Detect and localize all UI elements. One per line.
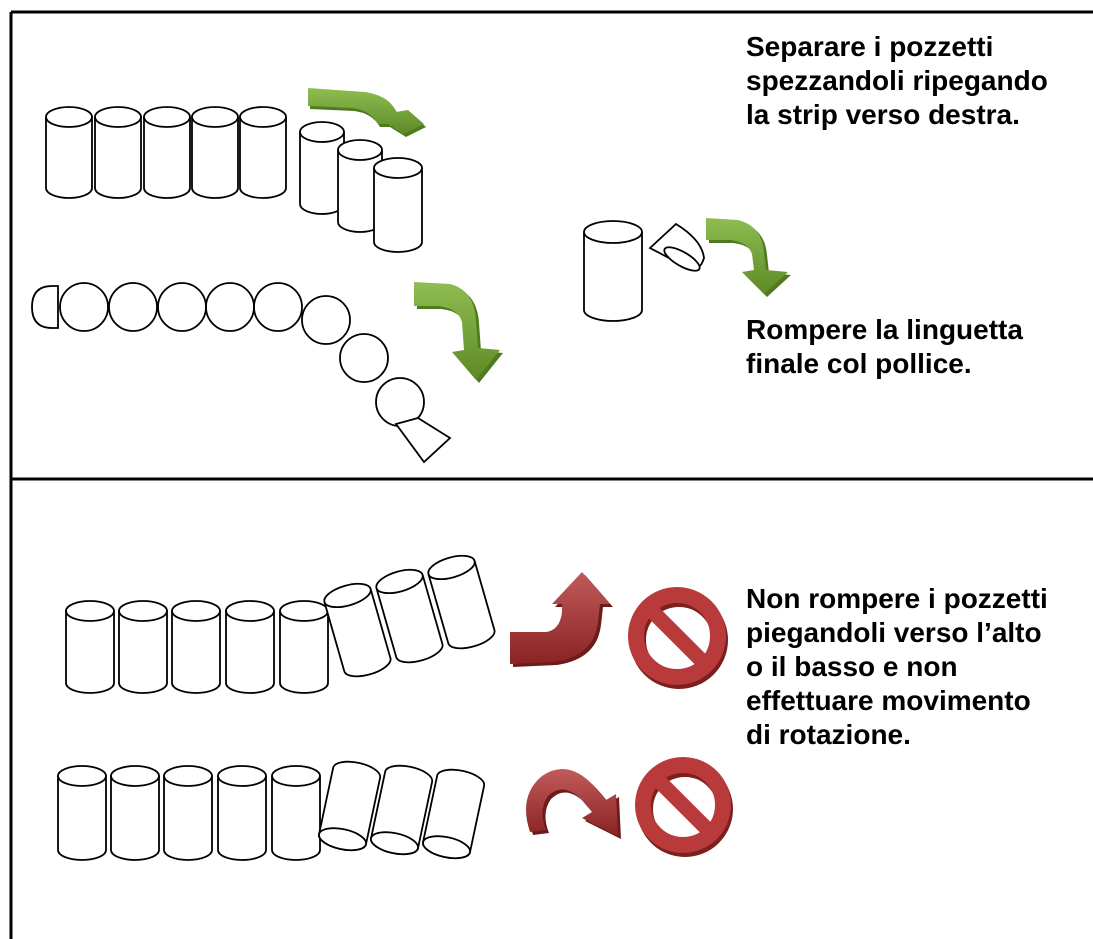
strip-twisted: [57, 760, 486, 861]
well-8: [373, 157, 423, 253]
instruction-line: Separare i pozzetti: [746, 31, 994, 62]
well-5: [239, 106, 287, 199]
well-4: [191, 106, 239, 199]
instruction-line: di rotazione.: [746, 719, 911, 750]
instruction-line: finale col pollice.: [746, 348, 972, 379]
separate-instruction: Separare i pozzetti spezzandoli ripegand…: [746, 30, 1048, 132]
do-not-instruction: Non rompere i pozzetti piegandoli verso …: [746, 582, 1048, 752]
well-1: [45, 106, 93, 199]
instruction-line: effettuare movimento: [746, 685, 1031, 716]
red-curved-arrow: [526, 768, 621, 839]
instruction-line: o il basso e non: [746, 651, 958, 682]
single-well-with-tab: [583, 220, 705, 322]
strip-side-view: [45, 106, 423, 253]
strip-top-view: [31, 282, 452, 464]
strip-bent-up: [65, 554, 496, 694]
prohibition-icon: [635, 757, 733, 857]
red-curved-arrow: [510, 572, 613, 667]
green-curved-arrow: [308, 88, 426, 137]
instruction-line: la strip verso destra.: [746, 99, 1020, 130]
prohibition-icon: [628, 587, 728, 689]
instruction-line: piegandoli verso l’alto: [746, 617, 1042, 648]
well-2: [94, 106, 142, 199]
green-curved-arrow: [706, 218, 791, 297]
end-tab: [394, 417, 452, 464]
end-tab: [31, 285, 59, 329]
instruction-line: Non rompere i pozzetti: [746, 583, 1048, 614]
instruction-line: spezzandoli ripegando: [746, 65, 1048, 96]
break-tab-instruction: Rompere la linguetta finale col pollice.: [746, 313, 1023, 381]
green-curved-arrow: [414, 282, 503, 383]
instruction-line: Rompere la linguetta: [746, 314, 1023, 345]
panel-borders: [9, 10, 1093, 939]
well-3: [143, 106, 191, 199]
